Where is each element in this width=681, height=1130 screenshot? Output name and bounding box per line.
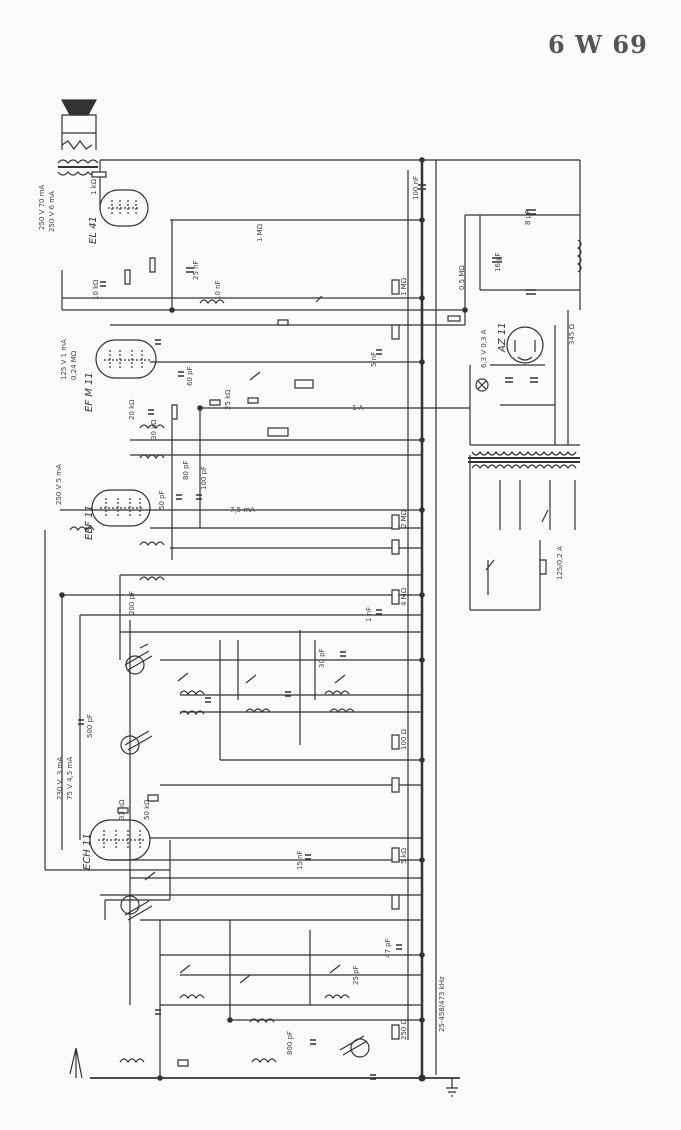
tube-efm11-envelope: [96, 340, 156, 378]
cap-100nf-label: 100 nF: [412, 175, 420, 200]
cap-200pf-label: 200 pF: [128, 590, 136, 615]
cap-60pf-label: 60 pF: [186, 366, 194, 386]
cap-8uf-label: 8 µF: [524, 209, 532, 225]
cap-80pf-label: 80 pF: [182, 460, 190, 480]
cap-25nf-label: 25 nF: [192, 260, 200, 280]
tube-label-ebf11: EBF 11: [84, 505, 95, 540]
resistor-100-label: 100 Ω: [400, 729, 408, 750]
tube-label-efm11: EF M 11: [84, 372, 95, 412]
voltage-efm11-b: 0,24 MΩ: [70, 350, 78, 380]
voltage-ebf11: 250 V 5 mA: [55, 464, 63, 505]
cap-15nf-label: 15 nF: [296, 850, 304, 870]
resistor-5k-label: 5 kΩ: [400, 847, 408, 864]
resistor-345-label: 345 Ω: [568, 324, 576, 345]
tube-label-el41: EL 41: [88, 216, 99, 244]
cap-5nf-label: 5 nF: [370, 351, 378, 367]
resistor-30k-label: 30 kΩ: [150, 419, 158, 440]
resistor-33k-label: 33 kΩ: [118, 799, 126, 820]
tube-el41-envelope: [100, 190, 148, 226]
cap-25pf-label: 25 pF: [352, 965, 360, 985]
cap-47pf-label: 47 pF: [384, 938, 392, 958]
resistor-10k-label: 10 kΩ: [92, 279, 100, 300]
if-frequency-label: 25-458/473 kHz: [438, 976, 446, 1032]
resistor-2m-label: 2 MΩ: [400, 509, 408, 528]
cap-100pf-label: 100 pF: [200, 465, 208, 490]
pilot-lamp-label: 6,3 V 0,3 A: [480, 329, 488, 368]
voltage-efm11-a: 125 V 1 mA: [60, 339, 68, 380]
current-label: 7,5 mA: [230, 506, 255, 514]
resistor-500k-label: 0,5 MΩ: [458, 265, 466, 290]
voltage-el41-b: 250 V 6 mA: [48, 191, 56, 232]
tube-az11-envelope: [507, 327, 543, 363]
resistor-50k-label: 50 kΩ: [143, 799, 151, 820]
cap-30pf-label: 30 pF: [318, 648, 326, 668]
resistor-1m-label: 1 MΩ: [400, 277, 408, 296]
cap-16uf-label: 16 µF: [494, 252, 502, 272]
antenna-current-label: 1 A: [352, 404, 364, 412]
voltage-el41-a: 250 V 70 mA: [38, 184, 46, 230]
resistor-1m-b-label: 1 MΩ: [256, 223, 264, 242]
cap-800pf-label: 800 pF: [286, 1030, 294, 1055]
model-title: 6 W 69: [548, 30, 648, 59]
resistor-20k-label: 20 kΩ: [128, 399, 136, 420]
resistor-250-label: 250 Ω: [400, 1019, 408, 1040]
cap-50pf-label: 50 pF: [158, 490, 166, 510]
resistor-25k-label: 25 kΩ: [224, 389, 232, 410]
cap-500pf-label: 500 pF: [86, 713, 94, 738]
tube-ebf11-envelope: [92, 490, 150, 526]
mains-fuse-label: 125/0,2 A: [556, 546, 564, 580]
tube-ech11-envelope: [90, 820, 150, 860]
cap-10nf-label: 10 nF: [214, 280, 222, 300]
voltage-ech11-a: 230 V, 3 mA: [56, 756, 64, 800]
cap-1nf-label: 1 nF: [365, 606, 373, 622]
tube-label-ech11: ECH 11: [82, 833, 93, 870]
tube-label-az11: AZ 11: [497, 322, 508, 352]
resistor-label: 1 kΩ: [90, 178, 98, 195]
resistor-4m-label: 4 MΩ: [400, 587, 408, 606]
voltage-ech11-b: 75 V 4,5 mA: [66, 756, 74, 800]
